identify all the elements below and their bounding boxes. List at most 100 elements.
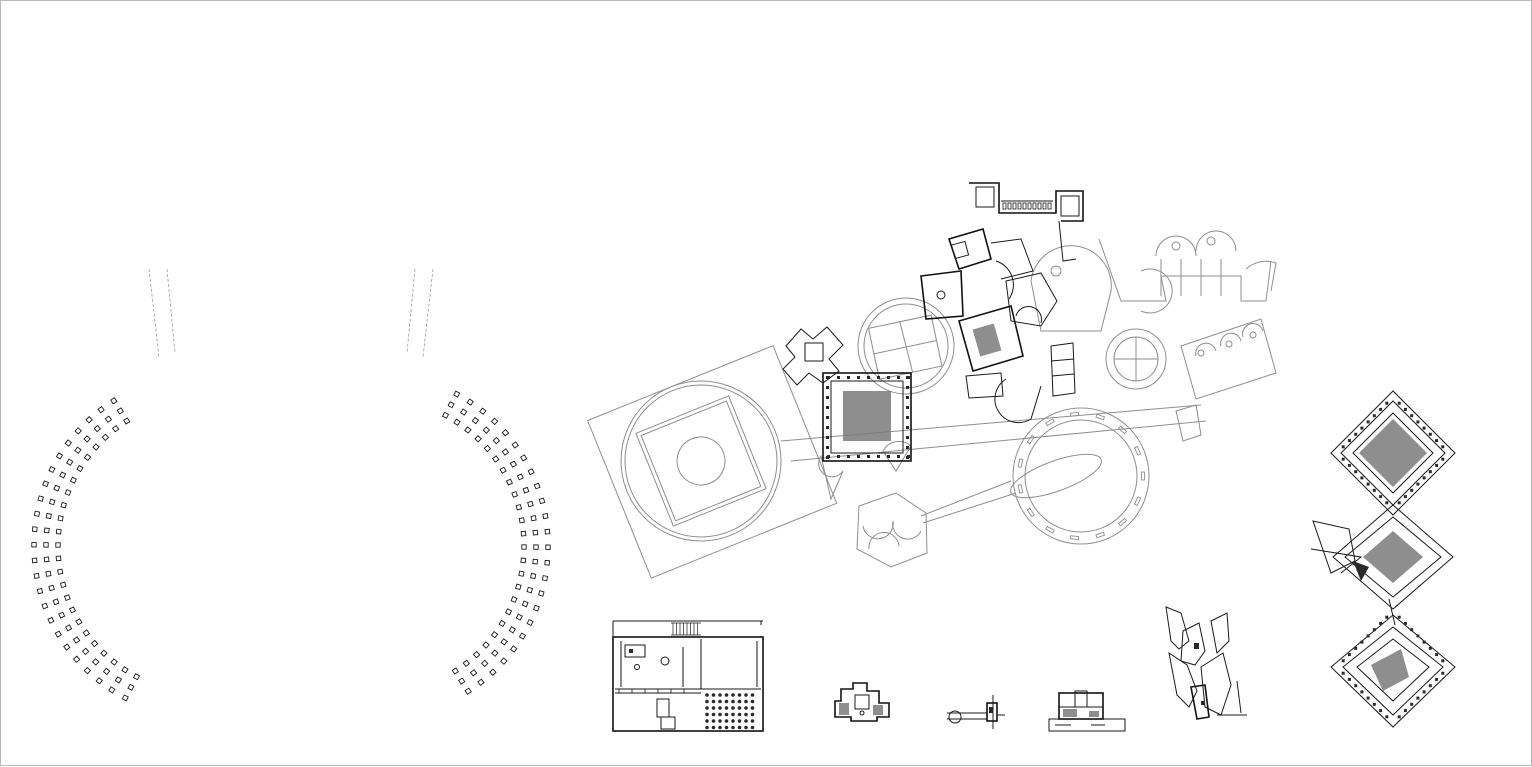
- hex-apse: [892, 520, 922, 540]
- column: [69, 476, 77, 484]
- perimeter-room: [1435, 439, 1439, 443]
- court-fountain: [676, 436, 726, 486]
- arc-hall-column: [1050, 265, 1062, 277]
- access-path-line: [422, 268, 434, 358]
- palace-block: [965, 372, 1004, 399]
- niche: [1095, 413, 1106, 421]
- fragment-line: [1236, 680, 1242, 714]
- column: [47, 616, 55, 624]
- grid-column: [731, 712, 735, 717]
- diamond-mid-wing: [1310, 548, 1363, 574]
- garden-court: [586, 344, 838, 579]
- arc-hall: [1030, 245, 1112, 332]
- niche: [1117, 517, 1128, 527]
- column: [91, 658, 100, 666]
- perimeter-room: [1397, 501, 1401, 505]
- niche: [1026, 507, 1035, 518]
- perimeter-room: [1379, 495, 1383, 499]
- column: [41, 602, 49, 610]
- column: [453, 390, 461, 398]
- peristyle-column: [826, 376, 829, 379]
- hall-apse: [1195, 230, 1237, 252]
- column: [469, 669, 478, 677]
- baths-column: [1225, 340, 1233, 348]
- grid-column: [705, 706, 709, 710]
- grid-column: [718, 719, 722, 723]
- access-path-line: [406, 268, 416, 354]
- column: [64, 439, 73, 447]
- perimeter-room: [1441, 671, 1445, 675]
- column: [533, 482, 541, 490]
- column: [127, 683, 135, 691]
- peristyle-column: [837, 376, 840, 379]
- hex-apse: [862, 520, 894, 540]
- column: [33, 572, 40, 579]
- peristyle-column: [906, 456, 909, 459]
- column: [479, 407, 487, 415]
- grid-column: [737, 706, 742, 710]
- perimeter-room: [1441, 457, 1445, 461]
- perimeter-room: [1379, 709, 1383, 713]
- niche: [1045, 418, 1055, 427]
- diamond-bottom-court: [1371, 649, 1409, 691]
- palace-wall: [990, 238, 1034, 280]
- baths-apse: [1195, 342, 1217, 357]
- court-square-inner: [640, 400, 762, 522]
- column: [90, 639, 99, 648]
- niche: [1117, 425, 1128, 435]
- perimeter-room: [1435, 653, 1439, 657]
- column: [501, 428, 510, 437]
- column: [58, 611, 66, 619]
- grid-column: [724, 725, 729, 730]
- peristyle-court: [822, 372, 912, 462]
- column: [55, 528, 62, 535]
- column: [31, 542, 37, 548]
- grid-column: [705, 719, 709, 723]
- grid-column: [718, 725, 722, 730]
- perimeter-room: [1410, 488, 1414, 492]
- grid-column: [750, 725, 755, 730]
- column: [45, 570, 52, 577]
- column: [509, 645, 518, 653]
- corridor-bay: [1042, 202, 1047, 210]
- grid-column: [711, 693, 716, 697]
- fragment-fixture: [1201, 701, 1205, 705]
- hall-arc-group: [1030, 245, 1112, 332]
- diamond-bottom-inner: [1356, 638, 1430, 702]
- peristyle-inner: [830, 380, 904, 454]
- column: [63, 594, 71, 602]
- column: [490, 417, 499, 426]
- court-outline: [586, 344, 838, 579]
- house-room: [656, 698, 670, 718]
- palace-apse: [1015, 306, 1042, 324]
- niche: [1095, 531, 1106, 539]
- diamond-top-inner: [1352, 412, 1434, 494]
- column: [55, 555, 62, 562]
- peristyle-column: [906, 416, 909, 419]
- column: [42, 480, 50, 488]
- round-pavilion: [1105, 328, 1167, 390]
- palace-wall: [1051, 373, 1075, 377]
- perimeter-room: [1403, 621, 1407, 625]
- grid-column: [711, 706, 716, 710]
- grid-column: [744, 706, 748, 710]
- column: [83, 666, 92, 675]
- column: [76, 464, 84, 473]
- baths-apse: [1242, 323, 1264, 338]
- perimeter-room: [1441, 445, 1445, 449]
- column: [480, 659, 489, 668]
- column: [43, 542, 49, 548]
- peristyle-column: [897, 376, 900, 379]
- column: [83, 453, 92, 462]
- palace-wing-north: [969, 182, 1084, 222]
- exedra: [818, 454, 844, 501]
- hall-apse: [1245, 260, 1277, 292]
- column: [489, 668, 497, 676]
- diamond-link: [1388, 598, 1396, 626]
- peristyle-column: [906, 406, 909, 409]
- grid-column: [731, 706, 735, 710]
- column: [74, 446, 82, 454]
- column: [530, 515, 537, 522]
- column: [477, 678, 485, 687]
- perimeter-room: [1422, 690, 1426, 694]
